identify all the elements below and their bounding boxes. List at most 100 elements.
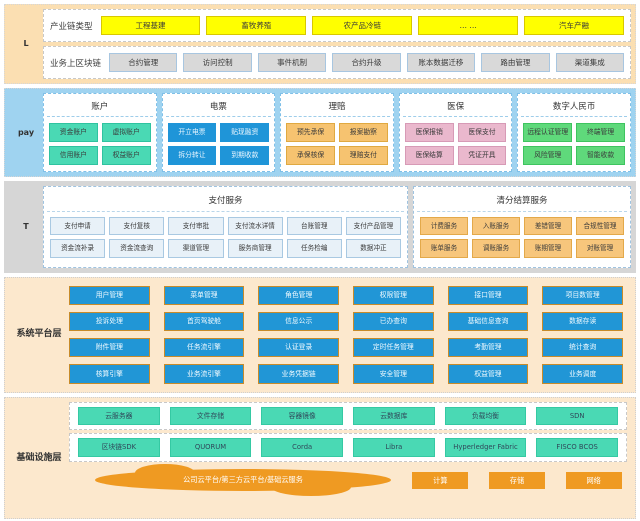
chip-platform-module[interactable]: 用户管理 — [69, 285, 150, 305]
chip-payment-service[interactable]: 任务检编 — [286, 239, 342, 258]
chip-platform-module[interactable]: 任务流引擎 — [163, 338, 245, 358]
chip-industry-type[interactable]: 工程基建 — [100, 15, 201, 36]
chip-settlement-service[interactable]: 账单服务 — [420, 239, 468, 258]
chip-industry-type[interactable]: … … — [418, 15, 519, 36]
chip-settlement-service[interactable]: 差错管理 — [524, 216, 572, 236]
chip-platform-module[interactable]: 信息公示 — [258, 311, 339, 332]
chip-ebill-feature[interactable]: 贴现融资 — [220, 123, 270, 142]
chip-platform-module[interactable]: 定时任务管理 — [352, 338, 434, 358]
chip-medical-feature[interactable]: 医保报销 — [404, 123, 454, 142]
chip-payment-service[interactable]: 支付复核 — [109, 216, 165, 236]
chip-chain-capability[interactable]: 访问控制 — [183, 52, 252, 73]
chip-settlement-service[interactable]: 调账服务 — [472, 239, 520, 258]
chip-claims-feature[interactable]: 承保核保 — [286, 145, 335, 165]
chip-chain-capability[interactable]: 账本数据迁移 — [406, 52, 476, 73]
chip-chain-capability[interactable]: 渠道集成 — [555, 52, 624, 73]
chip-industry-type[interactable]: 农产品冷链 — [312, 15, 413, 36]
chip-cloud-service[interactable]: 文件存储 — [169, 406, 252, 426]
chip-cloud-service[interactable]: 云数据库 — [352, 406, 435, 426]
chip-platform-module[interactable]: 认证登录 — [258, 338, 339, 358]
chip-platform-module[interactable]: 核算引擎 — [69, 364, 150, 384]
chip-settlement-service[interactable]: 合规性管理 — [576, 216, 624, 236]
band-service-layer: T 支付服务 支付申请 支付复核 支付审批 支付流水详情 台账管理 支付产品管理… — [4, 180, 636, 273]
chip-cloud-service[interactable]: 负载均衡 — [444, 406, 527, 426]
chip-ebill-feature[interactable]: 到期收款 — [220, 145, 270, 165]
chip-digital-rmb-feature[interactable]: 智能收款 — [576, 145, 625, 165]
band-infrastructure-layer: 基础设施层 云服务器 文件存储 容器镜像 云数据库 负载均衡 SDN 区块链SD… — [4, 396, 636, 519]
chip-platform-module[interactable]: 基础信息查询 — [447, 311, 529, 332]
chip-platform-module[interactable]: 已办查询 — [352, 311, 434, 332]
chip-industry-type[interactable]: 畜牧养殖 — [206, 15, 307, 36]
chip-platform-module[interactable]: 菜单管理 — [163, 285, 245, 305]
chip-account-feature[interactable]: 虚拟账户 — [101, 123, 151, 142]
band-infrastructure-side-label: 基础设施层 — [16, 452, 62, 463]
chip-platform-module[interactable]: 安全管理 — [352, 364, 434, 384]
chip-platform-module[interactable]: 业务凭据链 — [258, 364, 339, 384]
chip-platform-module[interactable]: 统计查询 — [542, 338, 623, 358]
chip-platform-module[interactable]: 项目数管理 — [542, 285, 623, 305]
chip-payment-service[interactable]: 支付流水详情 — [227, 216, 283, 236]
chip-payment-service[interactable]: 服务商管理 — [227, 239, 283, 258]
chip-chain-platform[interactable]: 区块链SDK — [78, 438, 160, 458]
service-group-title: 支付服务 — [47, 190, 404, 212]
chip-chain-platform[interactable]: QUORUM — [169, 438, 252, 458]
chip-platform-module[interactable]: 数据存读 — [542, 311, 623, 332]
chip-settlement-service[interactable]: 计费服务 — [420, 216, 468, 236]
chip-platform-module[interactable]: 投诉处理 — [69, 311, 150, 332]
chip-medical-feature[interactable]: 医保支付 — [457, 123, 507, 142]
chip-platform-module[interactable]: 考勤管理 — [447, 338, 529, 358]
chip-platform-module[interactable]: 接口管理 — [447, 285, 529, 305]
chip-cloud-service[interactable]: 容器镜像 — [261, 406, 343, 426]
chip-digital-rmb-feature[interactable]: 终端管理 — [576, 123, 625, 142]
chip-platform-module[interactable]: 业务调度 — [542, 364, 623, 384]
chip-chain-platform[interactable]: Corda — [261, 438, 343, 458]
pay-column-title: 数字人民币 — [521, 97, 627, 117]
chip-payment-service[interactable]: 资金流补录 — [50, 239, 106, 258]
chip-resource-network[interactable]: 网络 — [565, 471, 622, 489]
chip-platform-module[interactable]: 附件管理 — [69, 338, 150, 358]
chip-platform-module[interactable]: 角色管理 — [258, 285, 339, 305]
chip-payment-service[interactable]: 支付申请 — [50, 216, 106, 236]
chip-cloud-service[interactable]: 云服务器 — [78, 406, 160, 426]
chip-platform-module[interactable]: 权限管理 — [352, 285, 434, 305]
chip-chain-capability[interactable]: 路由管理 — [481, 52, 550, 73]
chip-payment-service[interactable]: 渠道管理 — [168, 239, 224, 258]
chip-payment-service[interactable]: 数据冲正 — [345, 239, 401, 258]
chip-cloud-service[interactable]: SDN — [536, 406, 618, 426]
chip-payment-service[interactable]: 支付审批 — [168, 216, 224, 236]
chip-medical-feature[interactable]: 凭证开具 — [457, 145, 507, 165]
band-pay-body: 账户 资金账户 虚拟账户 信用账户 权益账户 电票 开立电票 贴现融资 拆分转让… — [43, 93, 631, 172]
chip-ebill-feature[interactable]: 拆分转让 — [167, 145, 217, 165]
chip-resource-storage[interactable]: 存储 — [488, 471, 545, 489]
chip-industry-type[interactable]: 汽车产融 — [524, 15, 624, 36]
chip-payment-service[interactable]: 资金流查询 — [109, 239, 165, 258]
chip-payment-service[interactable]: 支付产品管理 — [345, 216, 401, 236]
chip-account-feature[interactable]: 权益账户 — [101, 145, 151, 165]
chip-settlement-service[interactable]: 对账管理 — [576, 239, 624, 258]
chip-medical-feature[interactable]: 医保结算 — [404, 145, 454, 165]
chip-platform-module[interactable]: 权益管理 — [447, 364, 529, 384]
chip-chain-capability[interactable]: 合约管理 — [109, 52, 178, 73]
chip-digital-rmb-feature[interactable]: 远程认证管理 — [523, 123, 573, 142]
chip-platform-module[interactable]: 业务流引擎 — [163, 364, 245, 384]
chip-claims-feature[interactable]: 报案勘察 — [338, 123, 388, 142]
chip-resource-compute[interactable]: 计算 — [412, 471, 469, 489]
chip-chain-capability[interactable]: 合约升级 — [332, 52, 401, 73]
chip-digital-rmb-feature[interactable]: 风险管理 — [523, 145, 573, 165]
chip-claims-feature[interactable]: 理赔支付 — [338, 145, 388, 165]
chip-platform-module[interactable]: 首页驾驶舱 — [163, 311, 245, 332]
chain-platforms-row: 区块链SDK QUORUM Corda Libra Hyperledger Fa… — [69, 433, 627, 463]
chip-chain-platform[interactable]: Libra — [352, 438, 435, 458]
chip-account-feature[interactable]: 信用账户 — [49, 145, 98, 165]
industry-chain-type-chips: 工程基建 畜牧养殖 农产品冷链 … … 汽车产融 — [100, 15, 624, 36]
chip-payment-service[interactable]: 台账管理 — [286, 216, 342, 236]
chip-chain-platform[interactable]: FISCO BCOS — [536, 438, 618, 458]
chip-chain-platform[interactable]: Hyperledger Fabric — [444, 438, 527, 458]
chip-settlement-service[interactable]: 入账服务 — [472, 216, 520, 236]
chip-chain-capability[interactable]: 事件机制 — [257, 52, 327, 73]
chip-ebill-feature[interactable]: 开立电票 — [167, 123, 217, 142]
chip-settlement-service[interactable]: 账期管理 — [524, 239, 572, 258]
pay-column-items: 远程认证管理 终端管理 风险管理 智能收款 — [521, 120, 627, 168]
chip-account-feature[interactable]: 资金账户 — [49, 123, 98, 142]
chip-claims-feature[interactable]: 预先承保 — [286, 123, 335, 142]
